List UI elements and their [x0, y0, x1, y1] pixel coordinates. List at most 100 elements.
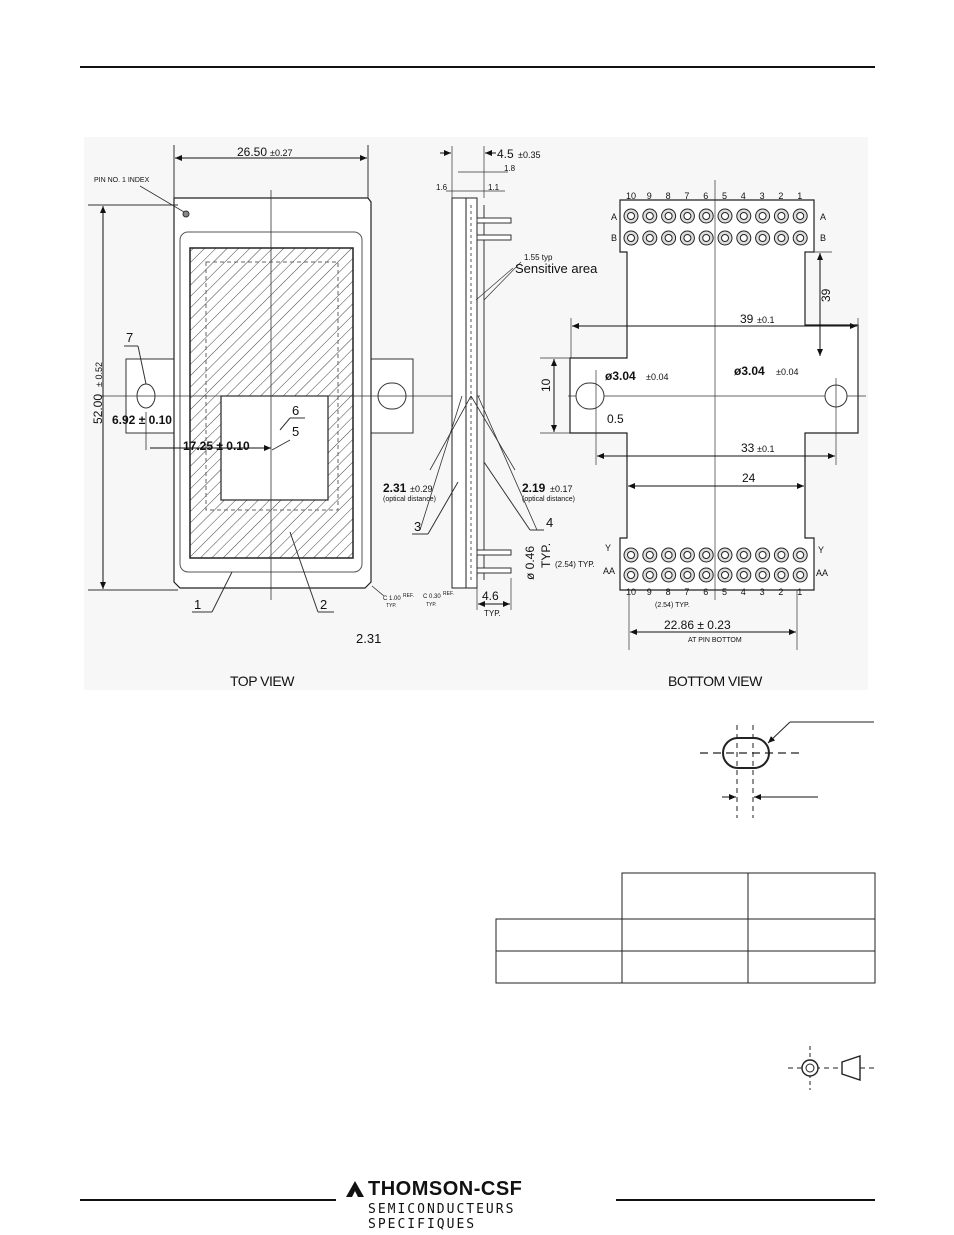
pin-center — [796, 571, 805, 579]
pin-center — [777, 234, 786, 242]
optical-right-tol: ±0.17 — [550, 484, 572, 494]
dim-39-tol: ±0.1 — [757, 315, 774, 325]
optical-left-label: 2.31 — [383, 481, 407, 495]
callout-1: 1 — [194, 597, 201, 612]
column-label-top-3: 3 — [760, 191, 765, 201]
pin1-index-dot — [182, 210, 190, 218]
row-aa-left: AA — [603, 566, 615, 576]
optical-right-note: (optical distance) — [522, 496, 575, 503]
row-y-left: Y — [605, 543, 611, 553]
side-pin-b — [476, 234, 512, 241]
span-note: AT PIN BOTTOM — [688, 637, 742, 644]
row-y-right: Y — [818, 545, 824, 555]
pin-center — [702, 571, 711, 579]
pin-center — [683, 234, 692, 242]
hole-left-tol: ±0.04 — [646, 372, 668, 382]
dim-1-1-label: 1.1 — [488, 183, 500, 192]
pin-length-label: 4.6 — [482, 589, 499, 603]
row-b-right: B — [820, 233, 826, 243]
pin-center — [683, 212, 692, 220]
side-pin-y — [476, 549, 512, 556]
side-pin-a — [476, 217, 512, 224]
column-label-top-1: 1 — [797, 191, 802, 201]
row-aa-right: AA — [816, 568, 828, 578]
column-label-top-8: 8 — [666, 191, 671, 201]
column-label-top-9: 9 — [647, 191, 652, 201]
optical-right-label: 2.19 — [522, 481, 546, 495]
brand-block: THOMSON-CSF SEMICONDUCTEURS SPECIFIQUES — [346, 1178, 616, 1232]
pitch-label: (2.54) TYP. — [555, 560, 595, 569]
pin-center — [664, 234, 673, 242]
column-label-top-6: 6 — [703, 191, 708, 201]
bottom-slot-left — [575, 382, 605, 410]
width-dim-label: 26.50 — [237, 145, 267, 159]
active-area-outline — [205, 261, 339, 511]
chamfer-2-typ: TYP. — [426, 602, 436, 608]
column-label-top-7: 7 — [684, 191, 689, 201]
callout-5: 5 — [292, 424, 299, 439]
pin-index-label: PIN NO. 1 INDEX — [94, 177, 150, 184]
dim-10-label: 10 — [539, 378, 553, 392]
spec-table — [495, 872, 876, 984]
pin-center — [664, 571, 673, 579]
callout-7: 7 — [126, 330, 133, 345]
pin-center — [664, 551, 673, 559]
callout-2: 2 — [320, 597, 327, 612]
thickness-label: 4.5 — [497, 147, 514, 161]
row-a-right: A — [820, 212, 826, 222]
projection-symbol-icon — [788, 1046, 875, 1090]
column-label-bottom-3: 3 — [760, 587, 765, 597]
pin-center — [721, 551, 729, 559]
pin-center — [739, 571, 748, 579]
dim-1-55-label: 1.55 typ — [524, 253, 553, 262]
row-a-left: A — [611, 212, 617, 222]
pin-center — [796, 212, 805, 220]
pin-center — [683, 551, 692, 559]
pin-center — [796, 551, 805, 559]
column-label-bottom-1: 1 — [797, 587, 802, 597]
column-label-top-10: 10 — [626, 191, 636, 201]
pin-dia-typ: TYP. — [539, 543, 553, 568]
dim-1-8-label: 1.8 — [504, 164, 516, 173]
pin-center — [702, 551, 711, 559]
pin-dia-label: ø 0.46 — [523, 546, 537, 580]
callout-4: 4 — [546, 515, 553, 530]
side-view: 4.5 ±0.35 1.8 1.6 1.1 1.55 typ Sensitive… — [383, 146, 598, 618]
pin-center — [721, 212, 729, 220]
dim-0-5-label: 0.5 — [607, 412, 624, 426]
column-label-top-5: 5 — [722, 191, 727, 201]
pin-center — [739, 551, 748, 559]
column-label-bottom-2: 2 — [778, 587, 783, 597]
span-label: 22.86 ± 0.23 — [664, 618, 731, 632]
thomson-logo-icon — [346, 1181, 364, 1197]
column-label-top-4: 4 — [741, 191, 746, 201]
pin-center — [739, 234, 748, 242]
chamfer-1-typ: TYP. — [386, 603, 396, 609]
pin-center — [796, 234, 805, 242]
pin-length-typ: TYP. — [484, 609, 501, 618]
pin-grid — [623, 208, 808, 583]
top-view-caption: TOP VIEW — [230, 673, 295, 689]
pin-center — [645, 234, 654, 242]
optical-left-tol: ±0.29 — [410, 484, 432, 494]
dim-39-label: 39 — [740, 312, 754, 326]
height-tol-label: ± 0.52 — [94, 362, 104, 387]
column-label-bottom-7: 7 — [684, 587, 689, 597]
pin-center — [777, 571, 786, 579]
sensitive-area-label: Sensitive area — [515, 261, 598, 276]
hole-right-label: ø3.04 — [734, 364, 765, 378]
bottom-view-caption: BOTTOM VIEW — [668, 673, 763, 689]
pin-center — [721, 571, 729, 579]
column-label-bottom-6: 6 — [703, 587, 708, 597]
optical-left-note: (optical distance) — [383, 496, 436, 503]
side-pin-aa — [476, 567, 512, 574]
side-body — [451, 197, 467, 589]
pin-center — [758, 551, 767, 559]
pin-center — [627, 551, 635, 559]
pin-center — [702, 212, 711, 220]
callout-3: 3 — [414, 519, 421, 534]
pitch-bottom-label: (2.54) TYP. — [655, 602, 690, 609]
hole-left-label: ø3.04 — [605, 369, 636, 383]
